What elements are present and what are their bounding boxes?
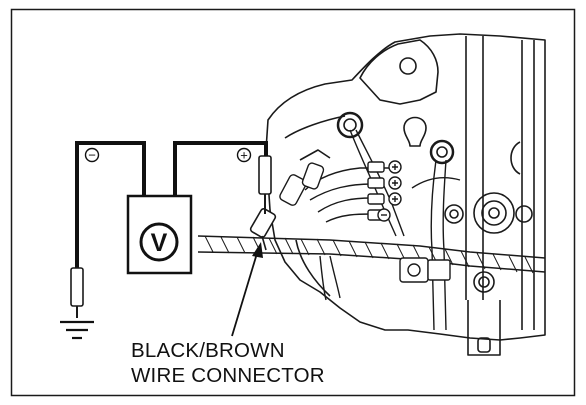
voltmeter-icon: V (126, 194, 193, 275)
svg-text:+: + (240, 148, 248, 163)
terminal-block (279, 160, 451, 283)
black-brown-wire-connector (249, 208, 277, 251)
connector-leader-arrow (231, 242, 263, 337)
connector-caption: BLACK/BROWN WIRE CONNECTOR (131, 338, 325, 388)
caption-line-2: WIRE CONNECTOR (131, 364, 325, 387)
voltmeter-symbol: V (151, 229, 168, 257)
meter-leads (75, 141, 268, 268)
positive-probe (258, 155, 272, 214)
negative-terminal-icon: − (84, 148, 100, 163)
engine-assembly (265, 33, 546, 356)
caption-line-1: BLACK/BROWN (131, 339, 285, 362)
svg-text:−: − (88, 148, 96, 163)
positive-terminal-icon: + (236, 148, 252, 163)
figure-border (10, 8, 576, 397)
negative-probe (70, 267, 84, 318)
ground-symbol-icon (60, 320, 94, 340)
